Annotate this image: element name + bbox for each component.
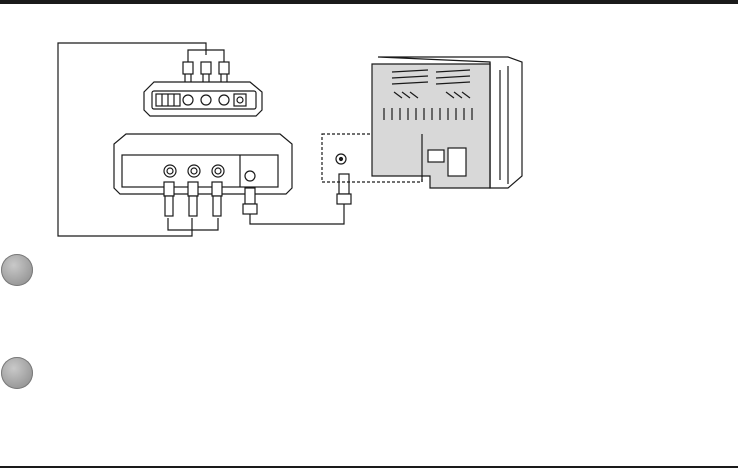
step-2-marker: [1, 357, 33, 389]
footer-rule: [0, 466, 738, 468]
switch-box-plugs: [183, 50, 229, 84]
av-switch-box: [144, 82, 262, 116]
av-loop-cable-inner: [168, 218, 218, 230]
rf-coax-cable: [250, 204, 344, 224]
tv-rf-plug: [337, 174, 351, 204]
vcr-receiver: [114, 134, 292, 194]
step-1-marker: [1, 254, 33, 286]
television: [372, 57, 522, 188]
